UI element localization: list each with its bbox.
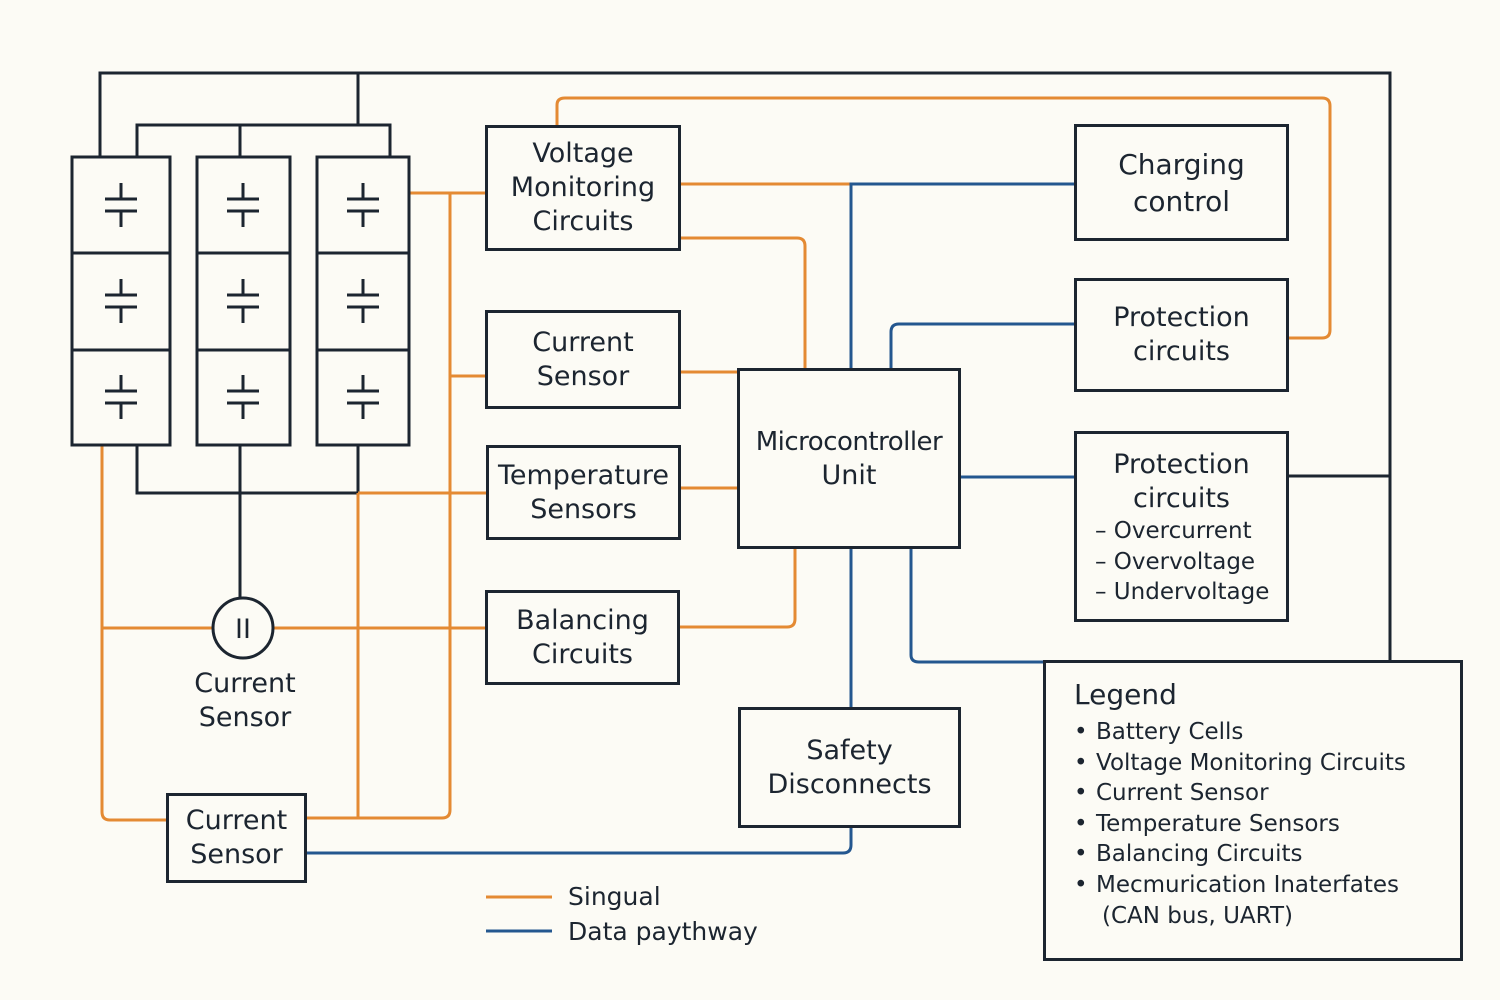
signal-top-loop (555, 96, 1332, 340)
current-sensor-bottom: Current Sensor (166, 793, 307, 883)
legend-title: Legend (1074, 678, 1177, 711)
balancing-circuits: Balancing Circuits (485, 590, 680, 685)
battery-cell-icon (227, 279, 259, 323)
current-sensor-meter-symbol: II (235, 614, 251, 645)
data-key-label: Data paythway (568, 917, 758, 946)
legend-item: •Mecmurication Inaterfates (1074, 871, 1399, 898)
cell-column-2 (195, 155, 292, 447)
protection-circuits-b: Protection circuits – Overcurrent – Over… (1074, 431, 1289, 622)
safety-disconnects: Safety Disconnects (738, 707, 961, 828)
cell-columns (70, 155, 411, 447)
protection-circuits-a: Protection circuits (1074, 278, 1289, 392)
power-bus-inner (135, 123, 392, 157)
power-wires (98, 71, 1392, 660)
cell-dividers (72, 251, 409, 352)
data-safety-to-sensor (306, 826, 853, 855)
cell-symbols (105, 183, 379, 419)
battery-cell-icon (105, 375, 137, 419)
battery-cell-icon (105, 279, 137, 323)
signal-trunk (306, 193, 452, 820)
battery-cell-icon (347, 375, 379, 419)
data-wires (306, 182, 1076, 855)
legend-item: •Balancing Circuits (1074, 841, 1303, 868)
signal-left-bus (100, 445, 167, 822)
legend-item: •Temperature Sensors (1074, 810, 1340, 837)
charging-control: Charging control (1074, 124, 1289, 241)
legend-item: •Battery Cells (1074, 719, 1244, 745)
battery-cell-icon (227, 183, 259, 227)
data-mcu-to-legend (909, 548, 1046, 664)
battery-cell-icon (105, 183, 137, 227)
temperature-sensors: Temperature Sensors (486, 445, 681, 540)
signal-wires (100, 96, 1332, 822)
current-sensor-meter-label: Current Sensor (194, 668, 296, 733)
cell-column-3 (315, 155, 411, 447)
power-bus-outer (98, 71, 1392, 660)
cell-column-1 (70, 155, 172, 447)
legend: Legend •Battery Cells •Voltage Monitorin… (1043, 660, 1463, 961)
battery-cell-icon (227, 375, 259, 419)
legend-item: •Current Sensor (1074, 780, 1269, 807)
legend-sub-item: (CAN bus, UART) (1102, 902, 1293, 929)
voltage-monitoring-circuits: Voltage Monitoring Circuits (485, 125, 681, 251)
data-mcu-to-protection-a (889, 322, 1076, 370)
battery-cells (70, 155, 411, 447)
signal-vmc-to-mcu (680, 236, 807, 370)
signal-balancing-to-mcu (680, 548, 797, 629)
signal-key-label: Singual (568, 882, 661, 911)
data-mcu-to-charging (849, 182, 1076, 370)
cell-bottom-bus (135, 445, 360, 495)
current-sensor-block: Current Sensor (485, 310, 681, 409)
battery-cell-icon (347, 279, 379, 323)
battery-cell-icon (347, 183, 379, 227)
microcontroller-unit: Microcontroller Unit (737, 368, 961, 549)
protection-items: – Overcurrent – Overvoltage – Undervolta… (1095, 518, 1270, 605)
legend-item: •Voltage Monitoring Circuits (1074, 749, 1406, 776)
current-sensor-meter-circle (211, 596, 275, 660)
